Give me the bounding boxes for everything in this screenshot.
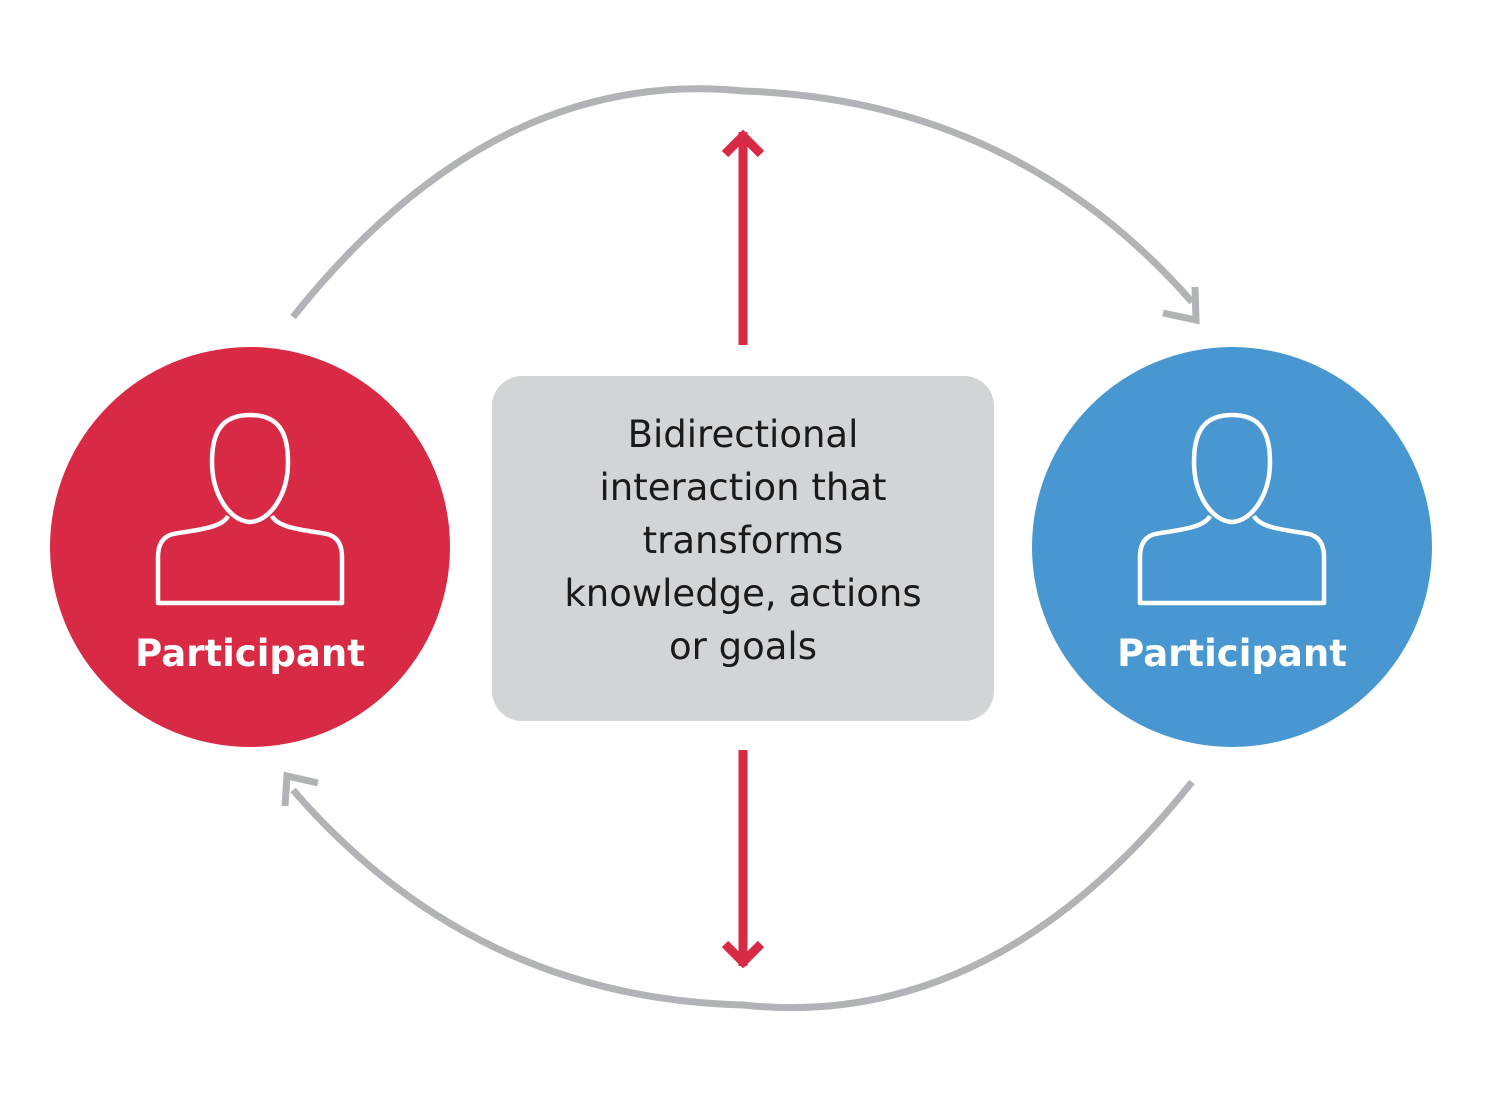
interaction-text-line-1: Bidirectional (628, 413, 859, 456)
upward-arrow (721, 129, 765, 345)
participant-right-circle (1032, 347, 1432, 747)
participant-left-label: Participant (135, 632, 365, 675)
participant-left-circle (50, 347, 450, 747)
bottom-cycle-arrow (281, 771, 1195, 1012)
participant-right-label: Participant (1117, 632, 1347, 675)
person-icon (155, 412, 345, 606)
top-cycle-arrow (290, 85, 1200, 325)
interaction-text-line-5: or goals (669, 625, 817, 668)
participant-left: Participant (50, 347, 450, 747)
interaction-text-line-4: knowledge, actions (564, 572, 921, 615)
interaction-text-line-3: transforms (643, 519, 844, 562)
person-icon (1137, 412, 1327, 606)
interaction-text-line-2: interaction that (599, 466, 886, 509)
interaction-box-background (492, 376, 994, 721)
downward-arrow (721, 750, 765, 969)
interaction-box: Bidirectional interaction that transform… (492, 376, 994, 721)
participant-right: Participant (1032, 347, 1432, 747)
